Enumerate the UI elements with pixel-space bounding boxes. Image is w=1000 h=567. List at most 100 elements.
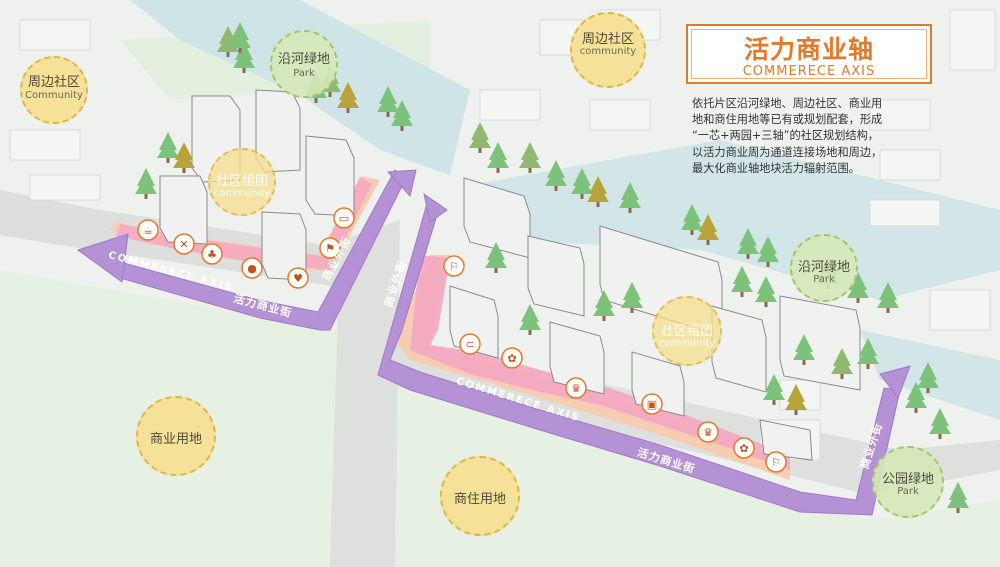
svg-text:☕: ☕ bbox=[143, 224, 153, 237]
tree-icon bbox=[487, 142, 509, 173]
svg-text:✿: ✿ bbox=[507, 352, 516, 365]
park-circle-right-en: Park bbox=[813, 274, 835, 285]
tree-icon bbox=[763, 374, 785, 405]
svg-text:✿: ✿ bbox=[739, 442, 748, 455]
tree-icon bbox=[391, 100, 413, 131]
tree-icon bbox=[135, 168, 157, 199]
title-en: COMMERECE AXIS bbox=[742, 64, 876, 79]
park-circle-top-en: Park bbox=[293, 68, 315, 79]
park-circle-top: 沿河绿地 Park bbox=[270, 30, 338, 98]
axis-left-top-arrow bbox=[386, 169, 417, 198]
community-circle-tl-en: Community bbox=[25, 90, 83, 101]
tree-icon bbox=[731, 266, 753, 297]
shop-icon: ♥ bbox=[287, 267, 309, 289]
tree-icon bbox=[519, 142, 541, 173]
tree-icon bbox=[593, 290, 615, 321]
shop-icon: ✕ bbox=[173, 233, 195, 255]
tree-icon bbox=[587, 176, 609, 207]
tree-icon bbox=[877, 282, 899, 313]
title-box: 活力商业轴 COMMERECE AXIS bbox=[686, 24, 932, 84]
tree-icon bbox=[233, 42, 255, 73]
svg-text:⚑: ⚑ bbox=[325, 242, 335, 255]
tree-icon bbox=[337, 82, 359, 113]
svg-text:▣: ▣ bbox=[647, 398, 657, 411]
tree-icon bbox=[621, 282, 643, 313]
axis-right-end-arrow bbox=[879, 365, 911, 400]
tree-icon bbox=[571, 168, 593, 199]
tree-icon bbox=[469, 122, 491, 153]
park-circle-right: 沿河绿地 Park bbox=[790, 234, 858, 302]
svg-text:♥: ♥ bbox=[293, 272, 303, 285]
residential-commercial-label: 商住用地 bbox=[453, 492, 506, 507]
cluster-circle-left-en: community bbox=[213, 188, 271, 199]
tree-icon bbox=[917, 362, 939, 393]
park-circle-bottom: 公园绿地 Park bbox=[872, 446, 944, 518]
tree-icon bbox=[847, 272, 869, 303]
shop-icon: ▭ bbox=[333, 207, 355, 229]
description-line: “一芯+两园+三轴”的社区规划结构， bbox=[692, 129, 879, 143]
park-circle-bottom-cn: 公园绿地 bbox=[881, 472, 934, 487]
tree-icon bbox=[681, 204, 703, 235]
cluster-circle-right: 社区组团 community bbox=[652, 296, 722, 366]
community-circle-top-cn: 周边社区 bbox=[581, 32, 634, 47]
tree-icon bbox=[947, 482, 969, 513]
tree-icon bbox=[757, 236, 779, 267]
river bbox=[470, 140, 1000, 300]
axis-right-top-arrow bbox=[423, 192, 448, 223]
tree-icon bbox=[173, 142, 195, 173]
svg-text:●: ● bbox=[247, 262, 257, 275]
tree-icon bbox=[519, 304, 541, 335]
community-circle-top-en: community bbox=[579, 46, 637, 57]
shop-icon: ✿ bbox=[733, 437, 755, 459]
shop-icon: ✿ bbox=[501, 347, 523, 369]
description: 依托片区沿河绿地、周边社区、商业用 地和商住用地等已有或规划配套，形成 “一芯+… bbox=[692, 96, 932, 177]
shop-icon: ⚑ bbox=[319, 237, 341, 259]
residential-commercial-circle: 商住用地 bbox=[440, 456, 520, 536]
shop-icon: ♣ bbox=[201, 243, 223, 265]
axis-left-arrow bbox=[76, 233, 129, 283]
commercial-land-label: 商业用地 bbox=[149, 432, 202, 447]
commercial-land-circle: 商业用地 bbox=[136, 396, 216, 476]
shop-icon: ♛ bbox=[697, 421, 719, 443]
tree-icon bbox=[929, 408, 951, 439]
park-circle-bottom-en: Park bbox=[897, 486, 919, 497]
axis-left bbox=[119, 169, 406, 331]
tree-icon bbox=[905, 382, 927, 413]
tree-icon bbox=[831, 348, 853, 379]
shop-icon: ♛ bbox=[565, 377, 587, 399]
svg-text:▭: ▭ bbox=[339, 212, 349, 225]
tree-icon bbox=[157, 132, 179, 163]
tree-icon bbox=[755, 276, 777, 307]
tree-icon bbox=[857, 338, 879, 369]
shop-icon: ⚐ bbox=[443, 255, 465, 277]
community-circle-tl: 周边社区 Community bbox=[20, 56, 88, 124]
tree-icon bbox=[737, 228, 759, 259]
cluster-circle-right-en: community bbox=[658, 338, 716, 349]
description-line: 地和商住用地等已有或规划配套，形成 bbox=[692, 113, 883, 127]
cluster-circle-left-cn: 社区组团 bbox=[215, 174, 268, 189]
shop-icon: ● bbox=[241, 257, 263, 279]
cluster-circle-left: 社区组团 community bbox=[208, 148, 276, 216]
park-circle-right-cn: 沿河绿地 bbox=[797, 260, 850, 275]
tree-icon bbox=[785, 384, 807, 415]
community-circle-tl-cn: 周边社区 bbox=[27, 75, 80, 90]
shop-icon: ⚐ bbox=[765, 451, 787, 473]
svg-text:⚐: ⚐ bbox=[771, 456, 781, 469]
cluster-circle-right-cn: 社区组团 bbox=[660, 324, 713, 339]
axis-right bbox=[377, 199, 901, 516]
tree-icon bbox=[545, 160, 567, 191]
shop-icon-group: ☕ ✕ ♣ ● ♥ ⚑ ▭ ⚐ ⊂ ✿ ♛ ▣ ♛ ✿ ⚐ bbox=[137, 207, 787, 473]
description-line: 以活力商业周为通道连接场地和周边， bbox=[692, 145, 883, 159]
tree-icon bbox=[229, 22, 251, 53]
svg-text:♛: ♛ bbox=[703, 426, 713, 439]
svg-text:✕: ✕ bbox=[179, 238, 188, 251]
tree-icon bbox=[697, 214, 719, 245]
tree-icon bbox=[619, 182, 641, 213]
description-line: 依托片区沿河绿地、周边社区、商业用 bbox=[692, 97, 883, 110]
tree-icon bbox=[793, 334, 815, 365]
tree-icon bbox=[377, 86, 399, 117]
shop-icon: ⊂ bbox=[459, 333, 481, 355]
tree-group bbox=[135, 22, 969, 513]
